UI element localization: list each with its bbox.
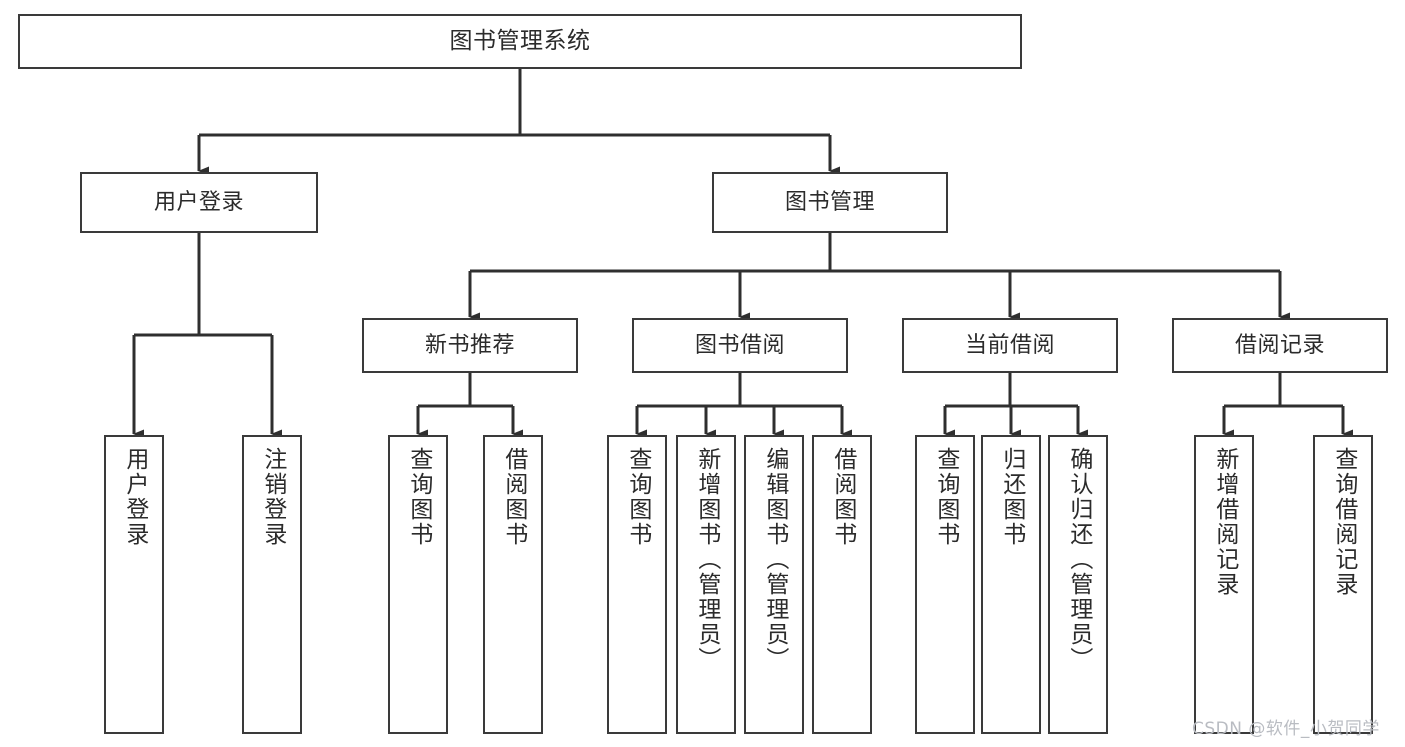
node-book-management[interactable]: 图书管理: [712, 172, 948, 233]
leaf-query-book-3[interactable]: 查询图书: [915, 435, 975, 734]
node-user-login[interactable]: 用户登录: [80, 172, 318, 233]
node-label: 归还图书: [998, 447, 1025, 547]
csdn-watermark: CSDN @软件_小贺同学: [1192, 719, 1380, 739]
node-label: 注销登录: [259, 447, 286, 547]
node-label: 借阅记录: [1234, 332, 1325, 358]
node-label: 确认归还（管理员）: [1065, 447, 1092, 672]
node-borrow-record[interactable]: 借阅记录: [1172, 318, 1388, 373]
leaf-user-logout[interactable]: 注销登录: [242, 435, 302, 734]
leaf-user-login[interactable]: 用户登录: [104, 435, 164, 734]
node-label: 查询图书: [624, 447, 651, 547]
node-label: 借阅图书: [500, 447, 527, 547]
node-label: 查询借阅记录: [1330, 447, 1357, 597]
node-label: 新增图书（管理员）: [693, 447, 720, 672]
node-current-borrow[interactable]: 当前借阅: [902, 318, 1118, 373]
node-book-borrow[interactable]: 图书借阅: [632, 318, 848, 373]
node-new-book-recommend[interactable]: 新书推荐: [362, 318, 578, 373]
leaf-query-borrow-record[interactable]: 查询借阅记录: [1313, 435, 1373, 734]
leaf-borrow-book-2[interactable]: 借阅图书: [812, 435, 872, 734]
node-label: 新书推荐: [424, 332, 515, 358]
node-label: 用户登录: [153, 189, 244, 215]
leaf-borrow-book-1[interactable]: 借阅图书: [483, 435, 543, 734]
leaf-add-borrow-record[interactable]: 新增借阅记录: [1194, 435, 1254, 734]
node-label: 借阅图书: [829, 447, 856, 547]
leaf-confirm-return-admin[interactable]: 确认归还（管理员）: [1048, 435, 1108, 734]
leaf-query-book-2[interactable]: 查询图书: [607, 435, 667, 734]
node-label: 编辑图书（管理员）: [761, 447, 788, 672]
node-label: 新增借阅记录: [1211, 447, 1238, 597]
node-label: 用户登录: [121, 447, 148, 547]
node-label: 查询图书: [932, 447, 959, 547]
node-label: 图书借阅: [694, 332, 785, 358]
node-root-system[interactable]: 图书管理系统: [18, 14, 1022, 69]
node-label: 当前借阅: [964, 332, 1055, 358]
node-label: 图书管理: [784, 189, 875, 215]
node-label: 查询图书: [405, 447, 432, 547]
leaf-edit-book-admin[interactable]: 编辑图书（管理员）: [744, 435, 804, 734]
leaf-query-book-1[interactable]: 查询图书: [388, 435, 448, 734]
leaf-return-book[interactable]: 归还图书: [981, 435, 1041, 734]
node-label: 图书管理系统: [449, 27, 591, 54]
leaf-add-book-admin[interactable]: 新增图书（管理员）: [676, 435, 736, 734]
